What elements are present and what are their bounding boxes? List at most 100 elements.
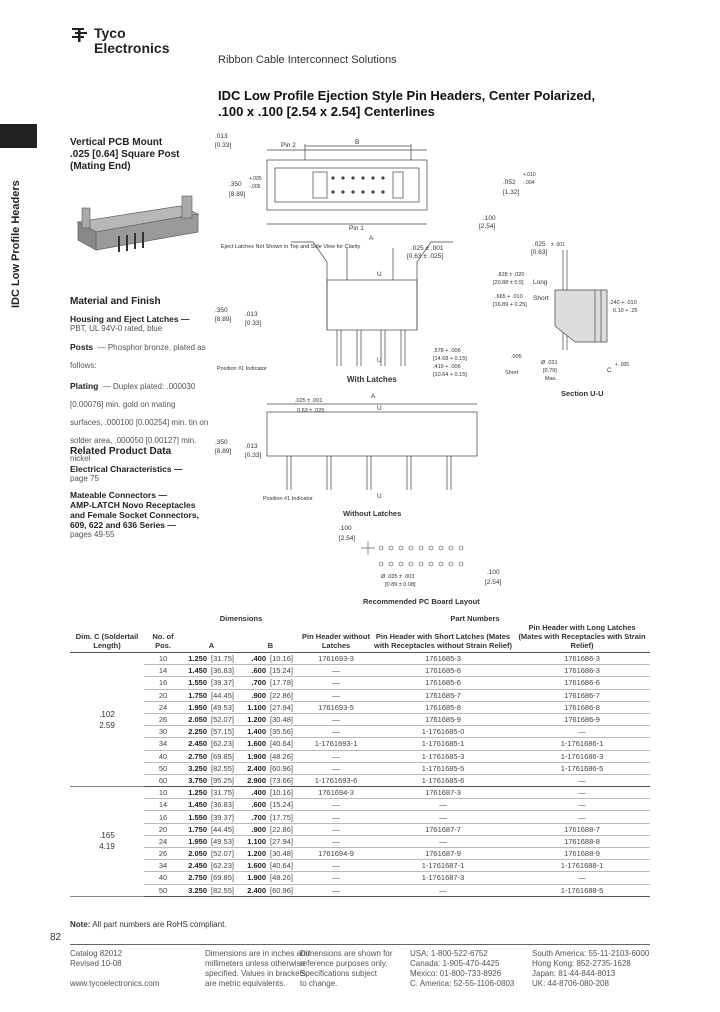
cell-dim-b-inch: 1.200 [240,713,269,727]
dim-1689: [16.89 + 0.25] [493,302,527,308]
cell-no-pos: 24 [144,701,182,714]
eject-note-text: Eject Latches Not Shown in Top and Side … [221,244,360,250]
footer-website-link[interactable]: www.tycoelectronics.com [70,979,160,988]
footer-phone-uk: UK: 44-8706-080-208 [532,979,609,988]
dim-013c: .013 [245,443,258,450]
related-section: Related Product Data Electrical Characte… [70,446,210,540]
cell-dim-b-mm: [48.26] [268,750,300,763]
footer-phone-mexico: Mexico: 01-800-733-8926 [410,969,502,978]
dim-889c: [8.89] [215,448,231,455]
cell-dim-b-inch: .400 [240,786,269,800]
footer-phone-camerica: C. America: 52-55-1106-0803 [410,979,515,988]
section-u-top: U [377,271,382,278]
cell-dim-b-mm: [48.26] [268,871,300,885]
footer-spacer [70,969,190,979]
footer-phone-hongkong: Hong Kong: 852-2735-1628 [532,959,631,968]
electrical-page: page 75 [70,474,99,483]
dim-013: .013 [215,133,228,140]
note-label: Note: [70,920,91,929]
col-dim-c: Dim. C (Soldertail Length) [75,632,139,650]
cell-no-pos: 10 [144,652,182,666]
cell-pn-long-latches: — [514,774,650,788]
electrical-label: Electrical Characteristics — [70,464,183,474]
col-b: B [267,641,274,650]
cell-no-pos: 16 [144,810,182,824]
cell-pn-no-latches: — [300,750,372,763]
cell-pn-long-latches: 1761686-6 [514,676,650,690]
cell-dim-b-mm: [10.16] [268,786,300,800]
cell-pn-short-latches: 1-1761685-0 [372,725,514,739]
note-text: All part numbers are RoHS compliant. [92,920,227,929]
section-u-bottom: U [377,357,382,364]
cell-pn-no-latches: — [300,725,372,739]
side-tab-marker [0,124,37,148]
footer-units-3: specified. Values in brackets [205,969,306,978]
dim-889b: [8.89] [215,316,231,323]
dim-010: +.010 [523,172,536,178]
section-uu-label: Section U-U [561,389,604,398]
cell-dim-b-inch: 1.100 [240,835,269,849]
footer-col-catalog: Catalog 82012 Revised 10-08 www.tycoelec… [70,949,190,989]
footer-catalog: Catalog 82012 [70,949,123,958]
brand-name: Tyco Electronics [94,26,169,56]
cell-pn-short-latches: 1-1761687-3 [372,871,514,885]
cell-pn-no-latches: — [300,798,372,812]
side-tab-label: IDC Low Profile Headers [8,150,32,310]
cell-pn-no-latches: — [300,689,372,702]
cell-dim-a-mm: [69.85] [209,750,241,763]
eject-note: Eject Latches Not Shown in Top and Side … [221,244,360,250]
section-u-top-2: U [377,405,382,412]
cell-no-pos: 40 [144,750,182,763]
dim-033b: [0.33] [245,320,261,327]
cell-pn-no-latches: 1761693-3 [300,652,372,666]
cell-pn-long-latches: 1761686-3 [514,664,650,678]
cell-dim-b-inch: 1.200 [240,847,269,861]
cell-dim-a-inch: 2.750 [182,871,210,885]
cell-dim-a-mm: [49.53] [209,701,241,714]
plating-text: — Duplex plated: .000030 [0.00076] min. … [70,382,209,463]
product-photo [76,195,200,252]
cell-pn-long-latches: — [514,786,650,800]
cell-dim-a-inch: 2.250 [182,725,210,739]
dim-419: .419 + .006 [433,364,461,370]
footer-units-1: Dimensions are in inches and [205,949,310,958]
cell-pn-long-latches: 1761688-9 [514,847,650,861]
cell-pn-long-latches: 1761688-8 [514,835,650,849]
cell-dim-a-mm: [49.53] [209,835,241,849]
cell-dim-b-mm: [30.48] [268,713,300,727]
dim-240: .240 + .010 [609,300,637,306]
cell-no-pos: 16 [144,676,182,690]
cell-pn-short-latches: 1761685-6 [372,676,514,690]
cell-pn-no-latches: 1-1761693-1 [300,737,372,751]
cell-no-pos: 40 [144,871,182,885]
cell-pn-short-latches: 1761685-8 [372,701,514,714]
dim-005d: + .005 [615,362,629,368]
cell-pn-no-latches: 1761694-3 [300,786,372,800]
cell-pn-short-latches: 1-1761685-6 [372,774,514,788]
cell-pn-long-latches: 1-1761688-1 [514,859,650,873]
plating-label: Plating [70,381,99,391]
cell-dim-b-inch: 2.400 [240,762,269,775]
footer-ref-3: Specifications subject [300,969,377,978]
cell-dim-a-inch: 1.550 [182,676,210,690]
cell-dim-b-mm: [15.24] [268,798,300,812]
footer-ref-4: to change. [300,979,338,988]
part-numbers-table: Dim. C (Soldertail Length) No. of Pos. D… [70,614,650,897]
pcb-dim-254: [2.54] [339,535,355,542]
cell-dim-a-inch: 1.750 [182,823,210,836]
cell-dim-a-mm: [31.75] [209,652,241,666]
cell-dim-b-mm: [73.66] [268,774,300,788]
cell-dim-b-inch: .900 [240,689,269,702]
cell-dim-a-mm: [95.25] [209,774,241,788]
cell-dim-b-mm: [40.64] [268,859,300,873]
cell-pn-long-latches: 1761686-3 [514,652,650,666]
cell-dim-a-mm: [57.15] [209,725,241,739]
dim-c-inch: .102 [99,709,115,719]
